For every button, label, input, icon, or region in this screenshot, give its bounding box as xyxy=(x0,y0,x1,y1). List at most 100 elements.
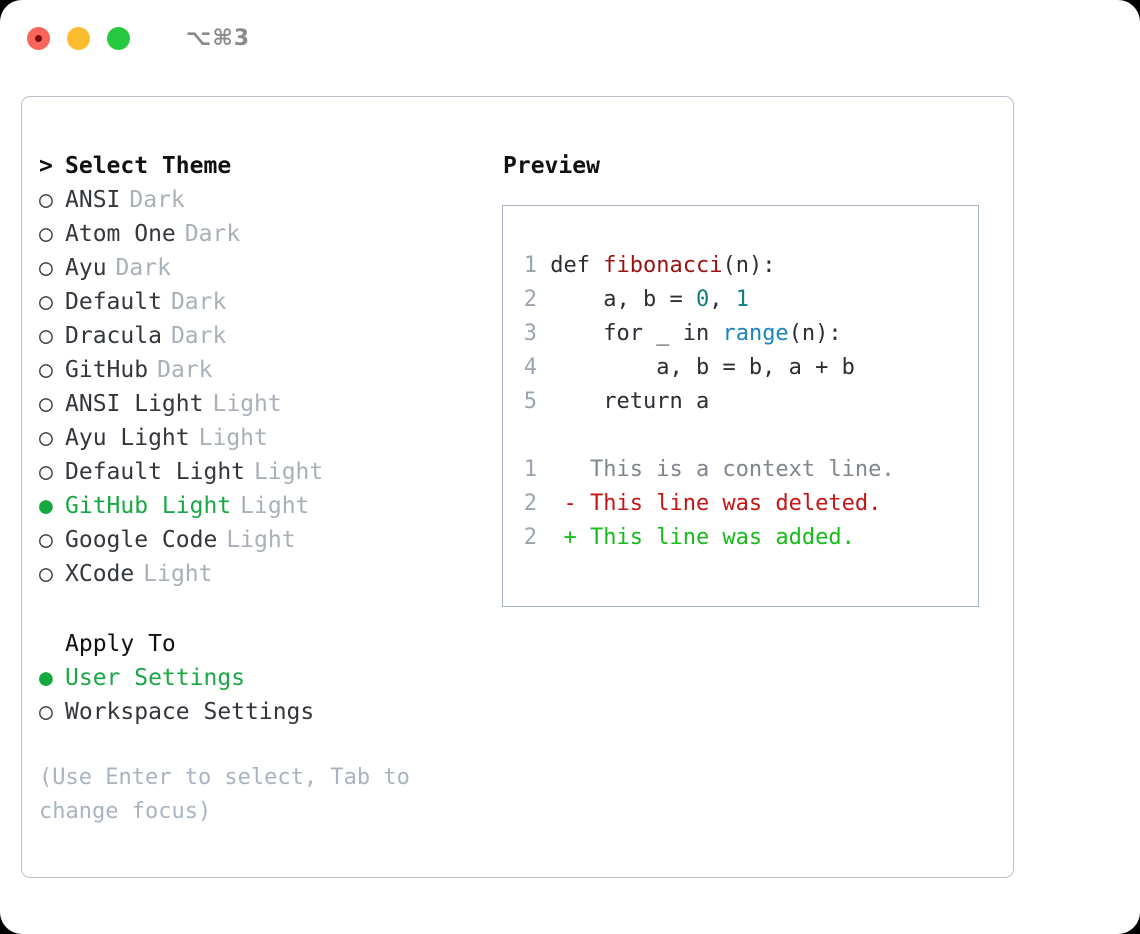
theme-option-github[interactable]: ○ GitHub Dark xyxy=(39,353,502,387)
theme-option-category-tag: Light xyxy=(143,561,213,587)
code-line: 4 a, b = b, a + b xyxy=(503,351,978,385)
theme-option-category-tag: Light xyxy=(254,459,324,485)
radio-unselected-icon: ○ xyxy=(39,357,53,383)
apply-to-option-workspace-settings[interactable]: ○ Workspace Settings xyxy=(39,695,502,729)
radio-unselected-icon: ○ xyxy=(39,391,53,417)
theme-option-dracula[interactable]: ○ Dracula Dark xyxy=(39,319,502,353)
keyboard-hint-text: (Use Enter to select, Tab to change focu… xyxy=(39,765,410,824)
select-theme-heading: > Select Theme xyxy=(39,149,502,183)
theme-option-category-tag: Dark xyxy=(157,357,213,383)
keyboard-shortcut-label: ⌥⌘3 xyxy=(186,25,251,51)
select-theme-heading-label: Select Theme xyxy=(65,153,232,179)
code-token-plain: a, b = xyxy=(603,287,696,312)
theme-option-github-light[interactable]: ● GitHub Light Light xyxy=(39,489,502,523)
radio-unselected-icon: ○ xyxy=(39,699,53,725)
minimize-button[interactable] xyxy=(67,26,90,50)
theme-option-category-tag: Light xyxy=(198,425,268,451)
theme-option-label: GitHub xyxy=(65,357,149,383)
preview-column: Preview 1 def fibonacci(n):2 a, b = 0, 1… xyxy=(502,97,1013,877)
apply-to-heading: Apply To xyxy=(65,631,176,657)
radio-unselected-icon: ○ xyxy=(39,187,53,213)
preview-heading: Preview xyxy=(503,153,600,179)
code-line-number: 1 xyxy=(523,253,537,278)
code-indent xyxy=(537,253,550,278)
theme-option-label: Google Code xyxy=(65,527,218,553)
diff-line-number: 1 xyxy=(523,457,537,482)
code-line: 5 return a xyxy=(503,385,978,419)
title-bar: ⌥⌘3 xyxy=(0,0,1140,76)
apply-to-option-user-settings[interactable]: ● User Settings xyxy=(39,661,502,695)
diff-line-text: + This line was added. xyxy=(537,525,855,550)
radio-unselected-icon: ○ xyxy=(39,425,53,451)
diff-line-number: 2 xyxy=(523,525,537,550)
diff-line-context: 1 This is a context line. xyxy=(503,453,978,487)
code-line: 1 def fibonacci(n): xyxy=(503,249,978,283)
code-line-number: 3 xyxy=(523,321,537,346)
apply-to-group: Apply To ● User Settings ○ Workspace Settin… xyxy=(39,627,502,729)
radio-selected-icon: ● xyxy=(39,665,53,691)
radio-unselected-icon: ○ xyxy=(39,323,53,349)
diff-sample: 1 This is a context line. 2 - This line w… xyxy=(503,453,978,555)
caret-icon: > xyxy=(39,153,53,179)
code-token-num: 1 xyxy=(735,287,749,312)
code-indent xyxy=(537,321,603,346)
radio-unselected-icon: ○ xyxy=(39,221,53,247)
code-token-call: range xyxy=(722,321,789,346)
radio-selected-icon: ● xyxy=(39,493,53,519)
code-line-number: 5 xyxy=(523,389,537,414)
theme-option-category-tag: Dark xyxy=(115,255,171,281)
code-token-plain: (n): xyxy=(722,253,776,278)
theme-option-label: Atom One xyxy=(65,221,176,247)
theme-option-atom-one[interactable]: ○ Atom One Dark xyxy=(39,217,502,251)
code-token-plain: return a xyxy=(603,389,710,414)
theme-option-label: Ayu Light xyxy=(65,425,190,451)
preview-spacer xyxy=(503,419,978,453)
theme-option-label: XCode xyxy=(65,561,135,587)
theme-option-label: Ayu xyxy=(65,255,107,281)
theme-option-label: GitHub Light xyxy=(65,493,232,519)
theme-option-ayu-light[interactable]: ○ Ayu Light Light xyxy=(39,421,502,455)
theme-option-category-tag: Dark xyxy=(170,289,227,315)
theme-option-ayu[interactable]: ○ Ayu Dark xyxy=(39,251,502,285)
theme-option-label: Dracula xyxy=(65,323,162,349)
code-token-fn: fibonacci xyxy=(603,253,723,278)
theme-option-category-tag: Light xyxy=(240,493,310,519)
code-line: 2 a, b = 0, 1 xyxy=(503,283,978,317)
close-button[interactable] xyxy=(27,26,50,50)
apply-to-option-label: Workspace Settings xyxy=(65,699,315,725)
apply-to-option-list: ● User Settings ○ Workspace Settings xyxy=(39,661,502,729)
code-line-number: 2 xyxy=(523,287,537,312)
code-token-plain: , xyxy=(709,287,736,312)
radio-unselected-icon: ○ xyxy=(39,289,53,315)
code-token-plain: a, b = b, a + b xyxy=(656,355,855,380)
theme-option-category-tag: Dark xyxy=(170,323,227,349)
diff-line-text: This is a context line. xyxy=(537,457,895,482)
diff-line-text: - This line was deleted. xyxy=(537,491,882,516)
diff-line-added: 2 + This line was added. xyxy=(503,521,978,555)
theme-option-label: ANSI Light xyxy=(65,391,204,417)
code-indent xyxy=(537,287,603,312)
code-token-plain: def xyxy=(550,253,604,278)
radio-unselected-icon: ○ xyxy=(39,255,53,281)
theme-option-default[interactable]: ○ Default Dark xyxy=(39,285,502,319)
theme-option-category-tag: Dark xyxy=(184,221,241,247)
code-token-num: 0 xyxy=(695,287,710,312)
theme-option-label: ANSI xyxy=(65,187,121,213)
theme-option-label: Default Light xyxy=(65,459,246,485)
code-token-plain: (n): xyxy=(788,321,842,346)
apply-to-option-label: User Settings xyxy=(65,665,246,691)
theme-option-category-tag: Light xyxy=(226,527,296,553)
theme-option-label: Default xyxy=(65,289,162,315)
maximize-button[interactable] xyxy=(107,26,130,50)
